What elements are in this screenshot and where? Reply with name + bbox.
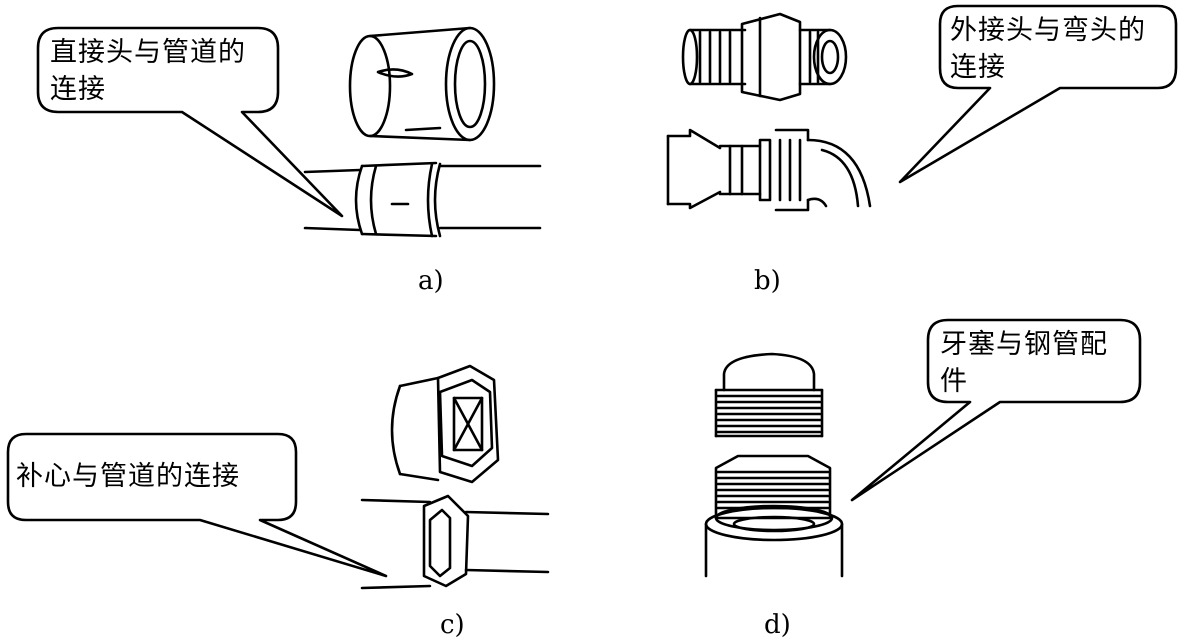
steel-fitting [704, 454, 844, 578]
straight-coupling [348, 26, 496, 142]
callout-c-text: 补心与管道的连接 [16, 461, 240, 492]
elbow-assembly [666, 128, 872, 212]
panel-a-drawing [36, 26, 542, 238]
callout-bubble-a [36, 26, 344, 218]
panel-c-drawing [6, 364, 550, 590]
callout-d-text: 牙塞与钢管配 件 [940, 329, 1108, 397]
hex-nipple [681, 12, 848, 102]
panel-d-drawing [704, 318, 1142, 578]
callout-bubble-b [898, 4, 1178, 184]
panel-label-a: a) [418, 266, 444, 296]
pipe-a [303, 161, 542, 238]
callout-bubble-c [6, 432, 388, 578]
panel-b-drawing [666, 4, 1178, 212]
threaded-plug [714, 352, 824, 438]
panel-label-b: b) [754, 266, 781, 296]
panel-label-d: d) [764, 610, 791, 640]
callout-a-text: 直接头与管道的 连接 [50, 37, 246, 105]
pipe-c [360, 494, 550, 590]
callout-bubble-d [850, 318, 1142, 502]
hex-bushing [390, 364, 500, 484]
callout-b-text: 外接头与弯头的 连接 [950, 15, 1146, 83]
panel-label-c: c) [440, 610, 465, 640]
